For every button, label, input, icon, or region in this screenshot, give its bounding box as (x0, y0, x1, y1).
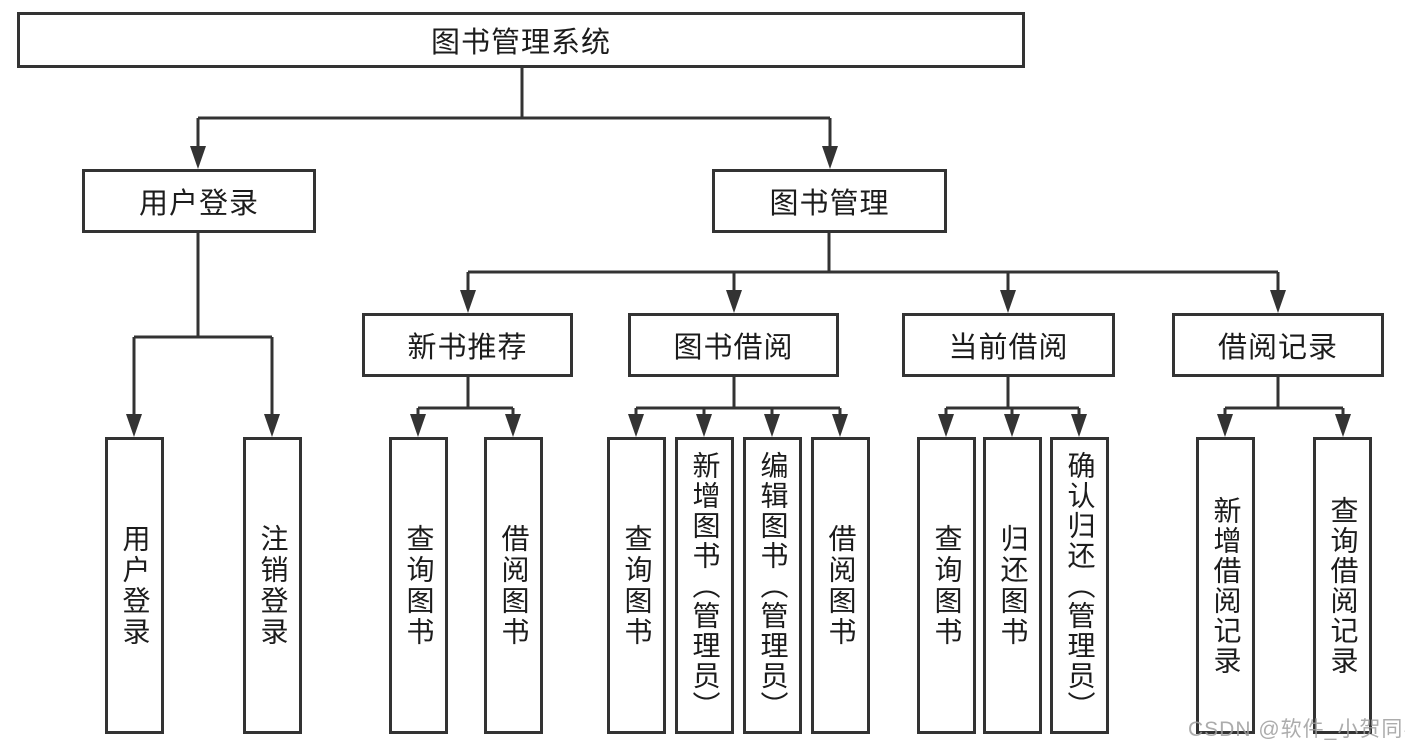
node-library-system: 图书管理系统 (17, 12, 1025, 68)
node-user-login: 用户登录 (82, 169, 316, 233)
leaf-logout-label: 注销登录 (257, 523, 289, 648)
leaf-query-books-current-label: 查询图书 (931, 523, 963, 648)
leaf-confirm-return-admin-label: 确认归还（管理员） (1064, 450, 1096, 721)
leaf-logout: 注销登录 (243, 437, 302, 734)
leaf-borrow-books-recommend-label: 借阅图书 (498, 523, 530, 648)
leaf-query-borrow-record-label: 查询借阅记录 (1327, 495, 1359, 676)
leaf-user-login-label: 用户登录 (119, 523, 151, 648)
node-user-login-label: 用户登录 (138, 188, 259, 220)
leaf-add-borrow-record: 新增借阅记录 (1196, 437, 1255, 734)
node-current-borrow-label: 当前借阅 (948, 332, 1069, 364)
node-book-management: 图书管理 (712, 169, 947, 233)
leaf-add-books-admin-label: 新增图书（管理员） (689, 450, 721, 721)
leaf-query-books-borrow: 查询图书 (607, 437, 666, 734)
leaf-edit-books-admin-label: 编辑图书（管理员） (757, 450, 789, 721)
node-new-book-recommend-label: 新书推荐 (407, 332, 528, 364)
leaf-query-books-recommend-label: 查询图书 (403, 523, 435, 648)
leaf-borrow-books-label: 借阅图书 (825, 523, 857, 648)
leaf-query-books-recommend: 查询图书 (389, 437, 448, 734)
leaf-query-books-borrow-label: 查询图书 (621, 523, 653, 648)
leaf-return-books: 归还图书 (983, 437, 1042, 734)
node-current-borrow: 当前借阅 (902, 313, 1115, 377)
node-book-management-label: 图书管理 (769, 188, 890, 220)
node-book-borrow-label: 图书借阅 (673, 332, 794, 364)
node-new-book-recommend: 新书推荐 (362, 313, 573, 377)
leaf-add-books-admin: 新增图书（管理员） (675, 437, 734, 734)
leaf-user-login: 用户登录 (105, 437, 164, 734)
csdn-watermark: CSDN @软件_小贺同学 (1188, 718, 1405, 741)
node-borrow-records: 借阅记录 (1172, 313, 1384, 377)
leaf-edit-books-admin: 编辑图书（管理员） (743, 437, 802, 734)
leaf-confirm-return-admin: 确认归还（管理员） (1050, 437, 1109, 734)
leaf-return-books-label: 归还图书 (997, 523, 1029, 648)
node-library-system-label: 图书管理系统 (430, 27, 611, 59)
leaf-borrow-books-recommend: 借阅图书 (484, 437, 543, 734)
node-borrow-records-label: 借阅记录 (1217, 332, 1338, 364)
node-book-borrow: 图书借阅 (628, 313, 839, 377)
leaf-add-borrow-record-label: 新增借阅记录 (1210, 495, 1242, 676)
leaf-borrow-books: 借阅图书 (811, 437, 870, 734)
leaf-query-borrow-record: 查询借阅记录 (1313, 437, 1372, 734)
leaf-query-books-current: 查询图书 (917, 437, 976, 734)
